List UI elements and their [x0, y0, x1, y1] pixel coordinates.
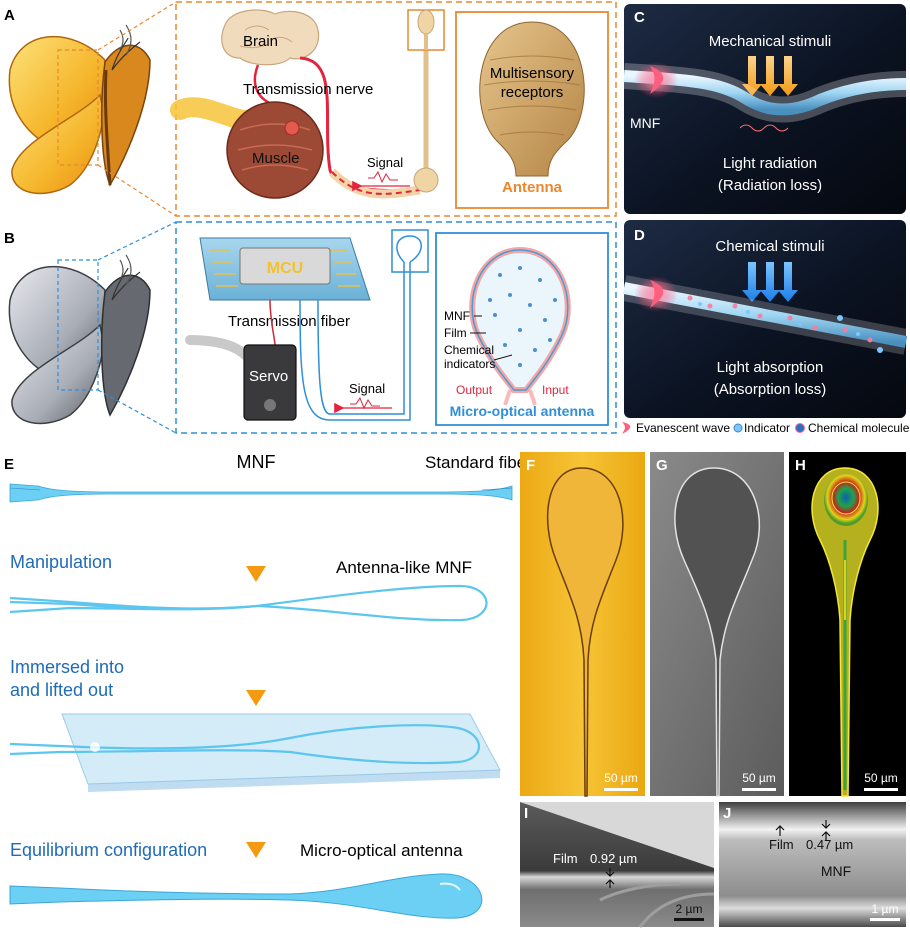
film-label-i: Film — [553, 851, 578, 866]
film-label-b: Film — [444, 326, 467, 340]
legend-evanescent: Evanescent wave — [636, 421, 730, 435]
panel-j-letter: J — [723, 805, 731, 822]
legend: Evanescent wave Indicator Chemical molec… — [622, 421, 910, 435]
signal-label-b: Signal — [349, 381, 385, 396]
panel-i: I Film 0.92 µm 2 µm — [520, 802, 715, 928]
panel-c: C Mechanical stimuli MNF Light radiation… — [623, 4, 907, 214]
legend-molecule: Chemical molecule — [808, 421, 910, 435]
output-label: Output — [456, 383, 493, 397]
mechanical-arrows — [742, 56, 798, 96]
panel-d: D Chemical stimuli Light absorption (Abs… — [621, 220, 909, 418]
scale-f: 50 µm — [604, 771, 638, 785]
mnf-label-b: MNF — [444, 309, 470, 323]
selection-box — [57, 49, 99, 166]
teardrop-fiber — [9, 873, 483, 919]
scale-h: 50 µm — [864, 771, 898, 785]
panel-b-letter: B — [4, 230, 15, 247]
mnf-label-c: MNF — [630, 115, 660, 131]
chemical-arrows — [742, 262, 798, 302]
loop-fiber — [9, 584, 488, 622]
mnf-label-j: MNF — [821, 863, 851, 879]
step-immersed-1: Immersed into — [10, 657, 124, 677]
selection-box-b — [57, 259, 99, 391]
panel-h-letter: H — [795, 457, 806, 474]
input-label: Input — [542, 383, 569, 397]
micro-antenna-drop-icon — [469, 246, 571, 406]
chem-label-2: indicators — [444, 357, 495, 371]
butterfly-yellow-icon — [8, 24, 151, 195]
sem-micrograph-j — [719, 802, 906, 927]
scale-i: 2 µm — [676, 902, 703, 916]
step-manipulation: Manipulation — [10, 552, 112, 572]
fiber-label: Transmission fiber — [228, 313, 350, 330]
film-label-j: Film — [769, 837, 794, 852]
panel-f: F 50 µm — [520, 452, 645, 797]
thickness-j: 0.47 µm — [806, 837, 853, 852]
immersed-fiber — [9, 724, 481, 765]
micro-antenna-label-e: Micro-optical antenna — [300, 841, 463, 860]
receptor-cluster-icon — [479, 21, 585, 177]
radiation-label-1: Light radiation — [723, 155, 817, 172]
mechanical-stimuli-label: Mechanical stimuli — [709, 33, 832, 50]
absorption-label-2: (Absorption loss) — [714, 381, 827, 398]
standard-fiber-label: Standard fiber — [425, 453, 532, 472]
butterfly-grey-icon — [8, 254, 151, 425]
micro-antenna-label: Micro-optical antenna — [450, 403, 595, 419]
mnf-label-e: MNF — [237, 452, 276, 472]
thickness-i: 0.92 µm — [590, 851, 637, 866]
brain-label: Brain — [243, 33, 278, 50]
scale-g: 50 µm — [742, 771, 776, 785]
muscle-icon — [170, 97, 324, 199]
panel-j: J Film 0.47 µm MNF 1 µm — [719, 802, 906, 927]
panel-i-letter: I — [524, 805, 528, 822]
antenna-label: Antenna — [502, 179, 563, 196]
panel-b: B MCU Transmission fiber Servo Sig — [4, 221, 617, 434]
panel-e-letter: E — [4, 456, 14, 473]
chemical-stimuli-label: Chemical stimuli — [715, 238, 824, 255]
mcu-label: MCU — [267, 260, 303, 277]
chem-label-1: Chemical — [444, 343, 494, 357]
panel-d-letter: D — [634, 227, 645, 244]
servo-icon — [185, 335, 297, 421]
panel-h: H 50 µm — [789, 452, 906, 797]
mnf-fiber-c — [623, 70, 907, 116]
servo-label: Servo — [249, 368, 288, 385]
mcu-board-icon — [199, 237, 371, 301]
signal-label-a: Signal — [367, 155, 403, 170]
chemical-molecule-icon — [795, 423, 805, 433]
panel-f-letter: F — [526, 457, 535, 474]
straight-fiber — [9, 483, 513, 503]
panel-e: E MNF Standard fiber Manipulation Antenn… — [4, 452, 532, 919]
receptors-label-2: receptors — [501, 84, 564, 101]
legend-indicator: Indicator — [744, 421, 790, 435]
absorption-label-1: Light absorption — [717, 359, 824, 376]
evanescent-wave-icon — [622, 422, 631, 434]
scale-j: 1 µm — [872, 902, 899, 916]
panel-g-letter: G — [656, 457, 668, 474]
brain-icon — [221, 9, 320, 66]
panel-a-letter: A — [4, 7, 15, 24]
nerve-label: Transmission nerve — [243, 81, 373, 98]
indicator-icon — [733, 423, 743, 433]
antenna-like-label: Antenna-like MNF — [336, 558, 472, 577]
radiation-label-2: (Radiation loss) — [718, 177, 822, 194]
receptors-label-1: Multisensory — [490, 65, 575, 82]
step-immersed-2: and lifted out — [10, 680, 113, 700]
muscle-label: Muscle — [252, 150, 300, 167]
panel-c-letter: C — [634, 9, 645, 26]
panel-g: G 50 µm — [650, 452, 784, 797]
step-equilibrium: Equilibrium configuration — [10, 840, 207, 860]
panel-a: A Brain Transmission nerve — [4, 1, 617, 217]
